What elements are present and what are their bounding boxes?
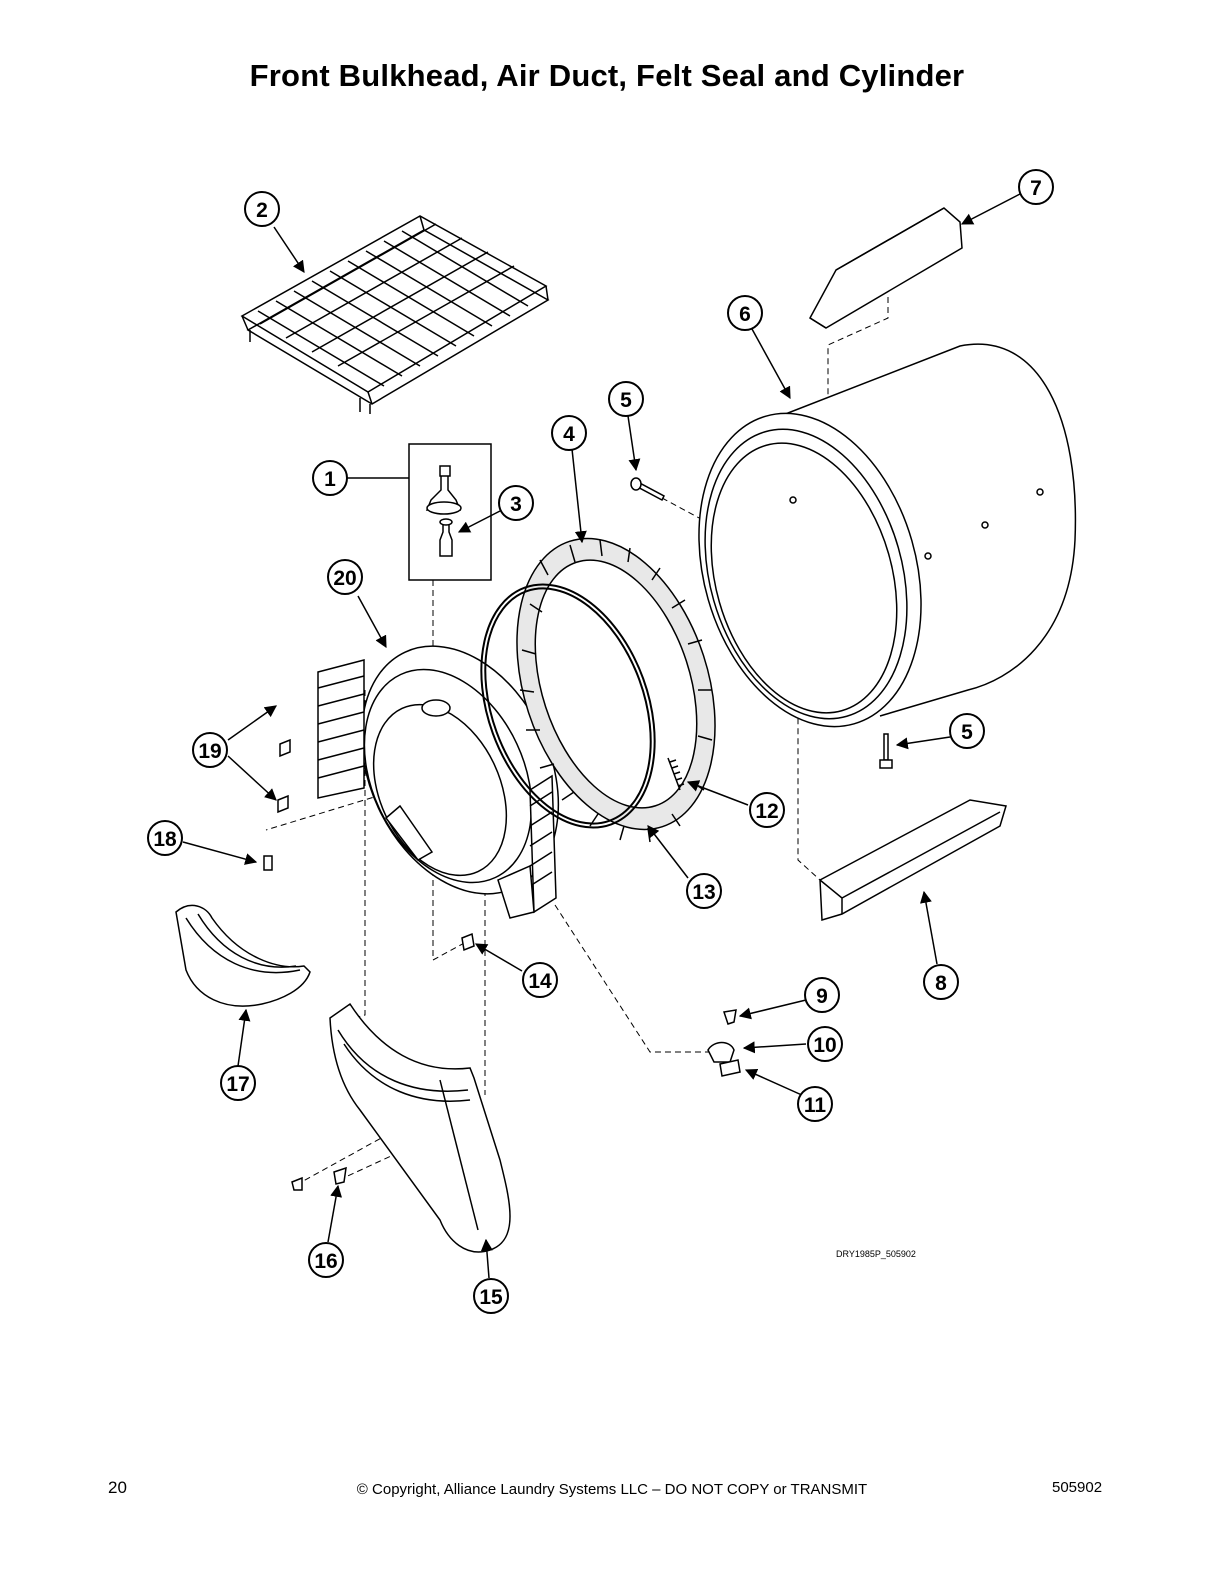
callout-9-label: 9 xyxy=(816,985,828,1008)
page-number: 20 xyxy=(108,1478,127,1497)
seal-ring xyxy=(450,560,687,852)
callout-5-upper-label: 5 xyxy=(620,389,632,412)
callout-10-label: 10 xyxy=(813,1034,836,1057)
callout-19: 19 xyxy=(192,732,228,768)
upper-baffle xyxy=(810,208,962,328)
callout-3: 3 xyxy=(498,485,534,521)
callout-5-lower: 5 xyxy=(949,713,985,749)
callout-17: 17 xyxy=(220,1065,256,1101)
callout-2: 2 xyxy=(244,191,280,227)
callout-1: 1 xyxy=(312,460,348,496)
callout-17-label: 17 xyxy=(226,1073,249,1096)
leader-lines xyxy=(182,193,1021,1279)
callout-5-lower-label: 5 xyxy=(961,721,973,744)
cylinder-drum xyxy=(664,344,1075,753)
callout-16-label: 16 xyxy=(314,1250,337,1273)
callout-13: 13 xyxy=(686,873,722,909)
callout-4: 4 xyxy=(551,415,587,451)
callout-15-label: 15 xyxy=(479,1286,503,1309)
callout-2-label: 2 xyxy=(256,199,268,222)
callout-11-label: 11 xyxy=(804,1094,827,1117)
callout-8-label: 8 xyxy=(935,972,947,995)
tension-spring xyxy=(668,758,684,790)
callout-6-label: 6 xyxy=(739,303,751,326)
callout-4-label: 4 xyxy=(563,423,575,446)
figure-code: DRY1985P_505902 xyxy=(836,1249,916,1259)
callout-20: 20 xyxy=(327,559,363,595)
page-title: Front Bulkhead, Air Duct, Felt Seal and … xyxy=(249,58,965,93)
callout-12-label: 12 xyxy=(755,800,778,823)
air-duct xyxy=(330,1004,510,1252)
callout-18-label: 18 xyxy=(153,828,177,851)
callout-13-label: 13 xyxy=(692,881,715,904)
callout-5-upper: 5 xyxy=(608,381,644,417)
callout-1-label: 1 xyxy=(324,468,336,491)
callout-7-label: 7 xyxy=(1030,177,1042,200)
callouts: 1 2 3 4 5 5 6 7 8 9 10 11 12 13 14 15 16… xyxy=(147,169,1054,1314)
callout-20-label: 20 xyxy=(333,567,356,590)
callout-15: 15 xyxy=(473,1278,509,1314)
parts-kit-box xyxy=(409,444,491,580)
copyright-notice: © Copyright, Alliance Laundry Systems LL… xyxy=(356,1481,868,1498)
callout-14: 14 xyxy=(522,962,558,998)
callout-10: 10 xyxy=(807,1026,843,1062)
document-number: 505902 xyxy=(1052,1479,1103,1496)
lint-screen-housing xyxy=(176,905,310,1006)
callout-14-label: 14 xyxy=(528,970,552,993)
callout-18: 18 xyxy=(147,820,183,856)
callout-8: 8 xyxy=(923,964,959,1000)
callout-6: 6 xyxy=(727,295,763,331)
drying-rack xyxy=(242,216,548,414)
callout-7: 7 xyxy=(1018,169,1054,205)
fasteners xyxy=(264,478,892,1190)
callout-9: 9 xyxy=(804,977,840,1013)
callout-19-label: 19 xyxy=(198,740,221,763)
callout-16: 16 xyxy=(308,1242,344,1278)
callout-12: 12 xyxy=(749,792,785,828)
callout-11: 11 xyxy=(797,1086,833,1122)
front-bulkhead xyxy=(318,614,597,926)
lower-baffle xyxy=(820,800,1006,920)
callout-3-label: 3 xyxy=(510,493,522,516)
felt-seal xyxy=(482,513,750,855)
